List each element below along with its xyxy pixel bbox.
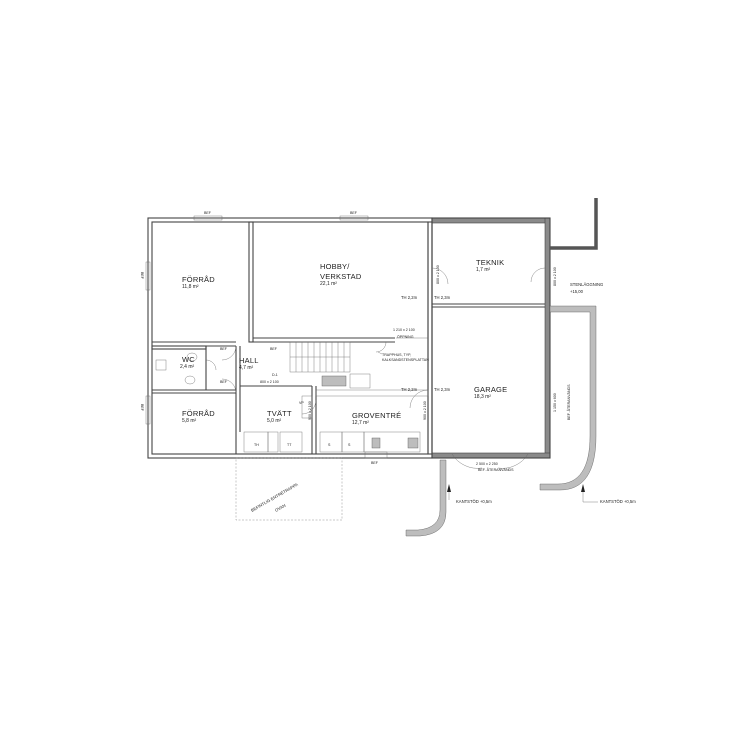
bef-window-left-2: BEF: [140, 404, 144, 412]
opening-label: ÖPPNING: [397, 335, 414, 339]
room-wc-name: WC: [182, 355, 195, 364]
door-dimension-groventre: 900 x 2 100: [423, 401, 427, 420]
room-labels: FÖRRÅD 11,8 m² HOBBY/ VERKSTAD 22,1 m² T…: [180, 258, 507, 426]
sink-label-1: S: [328, 443, 331, 447]
doors: [205, 267, 546, 469]
room-wc-area: 2,4 m²: [180, 364, 195, 370]
room-teknik-area: 1,7 m²: [476, 267, 491, 273]
stair-note-2: KALKSANDSTENSPLATTAN: [382, 358, 429, 362]
room-tvatt-area: 5,0 m²: [267, 418, 282, 424]
machine-label-vp: VP: [299, 401, 304, 405]
opening-dimension: 1 210 x 2 100: [393, 328, 415, 332]
door-dimension-teknik: 800 x 2 100: [436, 265, 440, 284]
room-teknik-name: TEKNIK: [476, 258, 504, 267]
bef-window-bottom: BEF: [371, 461, 379, 465]
ceiling-height-garage: TH 2,3m: [434, 387, 451, 392]
bef-window-top-left: BEF: [204, 211, 212, 215]
existing-entry-stair: [235, 457, 343, 521]
door-dimension-teknik-outer: 800 x 2 100: [553, 267, 557, 286]
bef-hall-2: BEF: [270, 347, 278, 351]
reuse-right-window: BEF. ÅTERANVÄNDS: [566, 384, 571, 420]
windows: [145, 215, 388, 459]
bef-window-top-mid: BEF: [350, 211, 358, 215]
room-groventre-name: GROVENTRÉ: [352, 411, 401, 420]
room-hall-name: HALL: [239, 356, 259, 365]
bef-hall-1: BEF: [220, 347, 228, 351]
room-forrad-1-area: 11,8 m²: [182, 284, 199, 290]
reuse-garage-door: BEF. ÅTERANVÄNDS: [478, 467, 514, 472]
stair-note-1: TRAPPHUS, TYP,: [382, 353, 411, 357]
door-dimension-hall: 800 x 2 100: [260, 380, 279, 384]
curb-label-left: KANTSTÖD +0,5m: [456, 499, 492, 504]
ceiling-height-hobby: TH 2,2m: [401, 295, 418, 300]
room-hobby-area: 22,1 m²: [320, 281, 337, 287]
bef-window-left-1: BEF: [140, 272, 144, 280]
room-garage-name: GARAGE: [474, 385, 507, 394]
bef-hall-3: BEF: [220, 380, 228, 384]
curb-label-right: KANTSTÖD +0,5m: [600, 499, 636, 504]
stone-paving-label: STENLÄGGNING: [570, 282, 603, 287]
sink-label-2: S: [348, 443, 351, 447]
room-hobby-name-2: VERKSTAD: [320, 272, 362, 281]
room-forrad-2-area: 5,8 m²: [182, 418, 197, 424]
room-hobby-name-1: HOBBY/: [320, 262, 350, 271]
room-hall-area: 4,7 m²: [239, 365, 254, 371]
existing-entry-stair-label-2: OVAN: [274, 503, 287, 513]
door-dimension-right: 1 150 x 600: [553, 393, 557, 412]
machine-label-th: TH: [254, 443, 259, 447]
annotations: BEF BEF BEF BEF BEF BEF BEF BEF TH 2,2m …: [140, 211, 636, 513]
arrows: [377, 351, 598, 503]
machine-label-tt: TT: [287, 443, 292, 447]
door-dimension-garage: 2 500 x 2 250: [476, 462, 498, 466]
level-label: +15,00: [570, 289, 584, 294]
door-dimension-tvatt: 900 x 2 100: [308, 401, 312, 420]
room-tvatt-name: TVÄTT: [267, 409, 292, 418]
interior-walls: [151, 221, 545, 455]
room-groventre-area: 12,7 m²: [352, 420, 369, 426]
door-label-d: D-1: [272, 373, 278, 377]
room-garage-area: 18,3 m²: [474, 394, 491, 400]
ceiling-height-teknik: TH 2,3m: [434, 295, 451, 300]
fixtures: [155, 305, 597, 537]
room-forrad-1-name: FÖRRÅD: [182, 275, 215, 284]
room-forrad-2-name: FÖRRÅD: [182, 409, 215, 418]
ceiling-height-groventre: TH 2,2m: [401, 387, 418, 392]
stairs: [290, 342, 350, 372]
